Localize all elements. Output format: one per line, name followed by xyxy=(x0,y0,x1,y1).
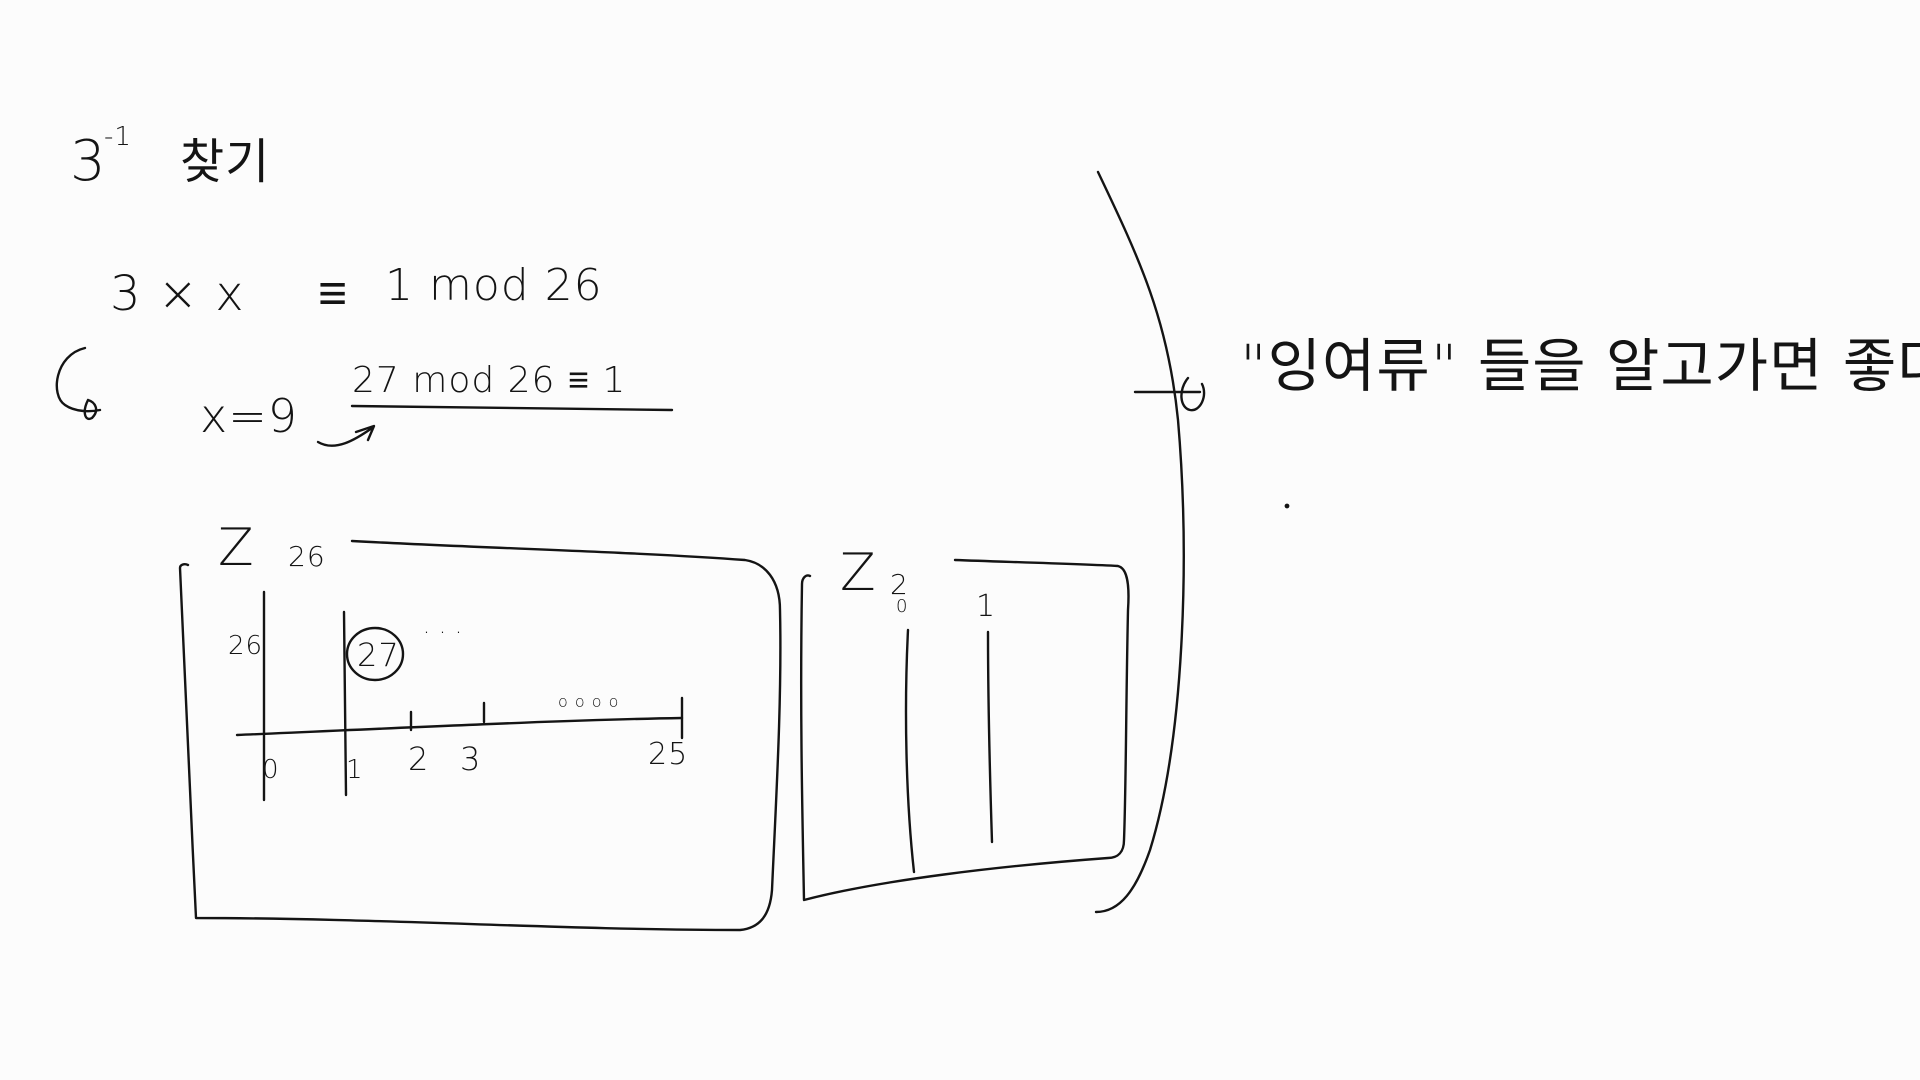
large-bracket xyxy=(1094,170,1185,914)
left-curve-arrow xyxy=(55,346,102,421)
z26-dots-top: · · · xyxy=(423,621,463,646)
z26-tick-label-0: 0 xyxy=(262,755,280,785)
solution-underline xyxy=(350,404,674,412)
stray-dot xyxy=(1284,503,1290,509)
z26-above-label: 26 xyxy=(228,631,263,661)
congruence-equation: 3 × x ≡ 1 mod 26 xyxy=(110,260,603,322)
z2-box-outline xyxy=(799,558,1130,902)
z26-number-line xyxy=(235,716,684,737)
z26-box-outline xyxy=(178,539,782,932)
z26-circle xyxy=(345,626,405,682)
equation-lhs: 3 × x xyxy=(110,266,245,322)
z2-box: Z 2 0 1 xyxy=(799,543,1130,902)
z2-symbol: Z xyxy=(840,543,877,603)
z26-tick-label-2: 2 xyxy=(408,740,429,778)
z2-subscript: 2 xyxy=(890,568,909,601)
solution: x=9 27 mod 26 ≡ 1 xyxy=(200,360,674,447)
z2-column-1 xyxy=(986,630,994,844)
z2-one-label: 1 xyxy=(976,589,996,624)
solution-arrow xyxy=(316,424,376,447)
z26-tick-label-1: 1 xyxy=(346,755,364,785)
z2-column-0 xyxy=(904,628,916,874)
equation-rhs: 1 mod 26 xyxy=(385,260,603,311)
z26-tick-label-25: 25 xyxy=(648,737,688,772)
note-arrow xyxy=(1133,376,1206,412)
z26-subscript: 26 xyxy=(288,540,326,573)
z26-dots-line: o o o o xyxy=(558,692,619,711)
solution-value: x=9 xyxy=(200,389,298,443)
z26-tick-label-3: 3 xyxy=(460,740,481,778)
z26-circled-value: 27 xyxy=(357,636,400,674)
heading: 3 -1 찾기 xyxy=(70,122,270,194)
z26-box: Z 26 26 27 · · · o o o o 0 1 2 3 25 xyxy=(178,518,782,932)
solution-check: 27 mod 26 ≡ 1 xyxy=(352,360,626,401)
equation-congruent: ≡ xyxy=(318,264,348,322)
heading-exponent: -1 xyxy=(104,122,132,152)
note-text: "잉여류" 들을 알고가면 좋다 xyxy=(1240,332,1920,400)
z26-tick-1 xyxy=(342,610,348,797)
heading-base: 3 xyxy=(70,129,107,194)
z2-zero-label: 0 xyxy=(896,596,908,617)
z26-symbol: Z xyxy=(218,518,255,578)
heading-label: 찾기 xyxy=(180,134,270,190)
